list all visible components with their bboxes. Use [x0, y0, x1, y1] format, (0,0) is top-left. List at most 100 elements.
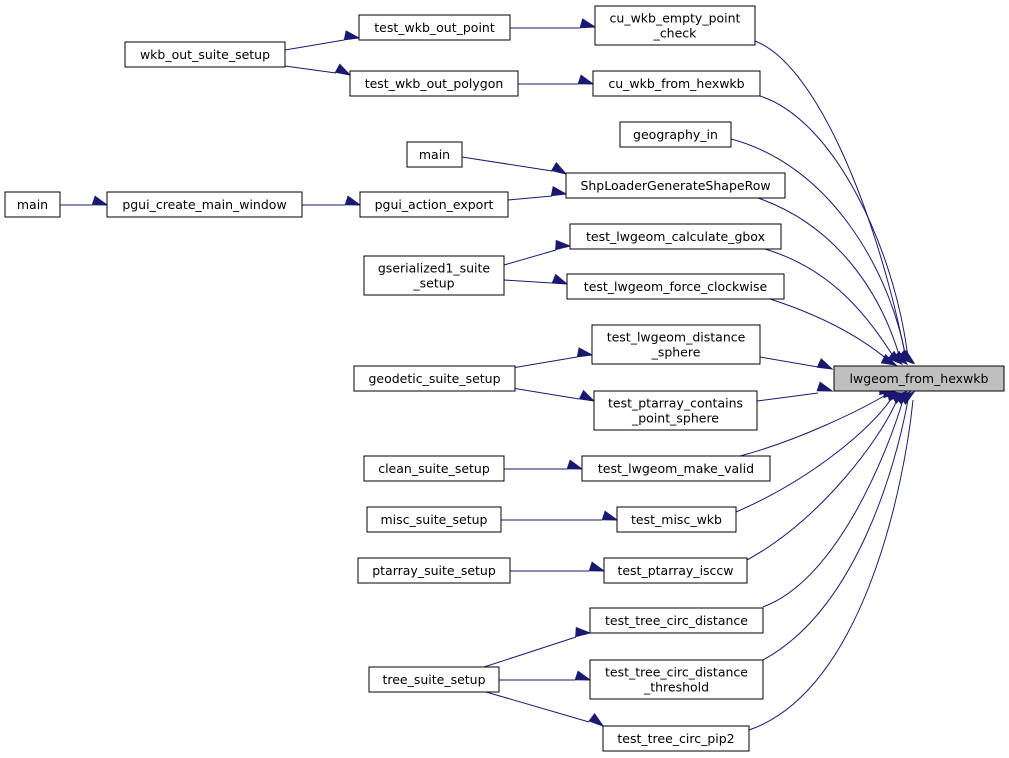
node-label: gserialized1_suite: [378, 261, 491, 276]
edge-n_gser1-to-n_calc_gbox: [503, 239, 572, 266]
node-geodetic[interactable]: geodetic_suite_setup: [353, 365, 516, 392]
arrowhead-icon: [816, 381, 834, 392]
node-tree-dist[interactable]: test_tree_circ_distance: [589, 607, 764, 634]
edge-n_tree_pip2-to-n_target: [748, 391, 916, 731]
node-calc-gbox[interactable]: test_lwgeom_calculate_gbox: [569, 223, 782, 250]
node-box: [566, 273, 785, 300]
node-label: geography_in: [633, 127, 718, 142]
node-label: pgui_create_main_window: [122, 197, 286, 212]
node-export[interactable]: pgui_action_export: [359, 191, 509, 218]
node-cu-empty[interactable]: cu_wkb_empty_point_check: [594, 5, 756, 46]
edge-n_dist_sphere-to-n_target: [759, 356, 834, 370]
node-ptarray-setup[interactable]: ptarray_suite_setup: [357, 557, 511, 584]
edge-line: [284, 39, 345, 51]
node-box: [619, 121, 732, 148]
node-box: [357, 557, 511, 584]
node-box: [833, 365, 1005, 392]
arrowhead-icon: [601, 510, 619, 521]
node-label: lwgeom_from_hexwkb: [850, 371, 989, 386]
edge-line: [507, 195, 553, 201]
node-force-cw[interactable]: test_lwgeom_force_clockwise: [566, 273, 785, 300]
node-box: [603, 557, 748, 584]
node-wkb-poly[interactable]: test_wkb_out_polygon: [349, 70, 519, 97]
node-label: tree_suite_setup: [382, 672, 485, 687]
node-create-win[interactable]: pgui_create_main_window: [106, 191, 303, 218]
node-gser1[interactable]: gserialized1_suite_setup: [363, 255, 505, 296]
edge-line: [748, 399, 914, 731]
node-box: [565, 172, 786, 199]
edge-n_geodetic-to-n_contains: [511, 387, 596, 402]
node-main-a[interactable]: main: [4, 191, 61, 218]
node-label: _threshold: [643, 680, 709, 695]
arrowhead-icon: [887, 350, 904, 366]
edge-n_clean-to-n_make_valid: [504, 459, 584, 470]
node-label: _setup: [412, 276, 454, 291]
arrowhead-icon: [343, 30, 361, 41]
node-label: main: [17, 197, 48, 212]
node-label: misc_suite_setup: [381, 512, 488, 527]
node-label: test_tree_circ_pip2: [617, 731, 734, 746]
arrowhead-icon: [577, 74, 595, 85]
edge-n_calc_gbox-to-n_target: [764, 248, 904, 366]
node-label: test_tree_circ_distance: [605, 665, 748, 680]
node-box: [358, 14, 511, 41]
node-wkb-setup[interactable]: wkb_out_suite_setup: [124, 41, 286, 68]
edge-n_cu_empty-to-n_target: [754, 40, 915, 365]
node-box: [368, 666, 500, 693]
node-label: test_misc_wkb: [631, 512, 722, 527]
edge-line: [503, 249, 557, 266]
node-tree-pip2[interactable]: test_tree_circ_pip2: [602, 725, 750, 752]
node-label: clean_suite_setup: [378, 461, 490, 476]
arrowhead-icon: [578, 389, 596, 402]
node-box: [359, 191, 509, 218]
edge-n_wkb_poly-to-n_cu_hex: [518, 74, 595, 85]
node-tree-thr[interactable]: test_tree_circ_distance_threshold: [589, 659, 764, 700]
node-label: ShpLoaderGenerateShapeRow: [580, 178, 770, 193]
arrowhead-icon: [816, 358, 834, 370]
node-target[interactable]: lwgeom_from_hexwkb: [833, 365, 1005, 392]
node-wkb-point[interactable]: test_wkb_out_point: [358, 14, 511, 41]
edge-n_export-to-n_shp: [507, 186, 568, 201]
node-dist-sphere[interactable]: test_lwgeom_distance_sphere: [591, 324, 761, 365]
node-isccw[interactable]: test_ptarray_isccw: [603, 557, 748, 584]
edge-line: [769, 298, 889, 361]
node-label: main: [419, 147, 450, 162]
nodes-layer: lwgeom_from_hexwkb cu_wkb_empty_point_che…: [4, 5, 1005, 752]
node-misc-wkb[interactable]: test_misc_wkb: [616, 506, 737, 533]
edge-n_ptarray_setup-to-n_isccw: [510, 561, 606, 572]
node-label: test_lwgeom_make_valid: [598, 461, 754, 476]
node-box: [594, 5, 756, 46]
edge-n_tree_setup-to-n_tree_thr: [499, 670, 592, 681]
edge-n_geodetic-to-n_dist_sphere: [511, 347, 594, 369]
node-label: test_tree_circ_distance: [605, 613, 748, 628]
node-contains[interactable]: test_ptarray_contains_point_sphere: [593, 390, 758, 431]
arrowhead-icon: [579, 18, 597, 29]
arrowhead-icon: [576, 347, 594, 358]
node-label: cu_wkb_from_hexwkb: [608, 76, 744, 91]
edge-n_create_win-to-n_export: [302, 195, 362, 206]
arrowhead-icon: [588, 713, 605, 728]
node-box: [363, 455, 505, 482]
arrowhead-icon: [880, 353, 898, 366]
node-label: _point_sphere: [631, 411, 719, 426]
node-geo-in[interactable]: geography_in: [619, 121, 732, 148]
edge-line: [511, 356, 578, 369]
node-box: [593, 390, 758, 431]
node-clean[interactable]: clean_suite_setup: [363, 455, 505, 482]
node-box: [106, 191, 303, 218]
node-shp[interactable]: ShpLoaderGenerateShapeRow: [565, 172, 786, 199]
node-misc-setup[interactable]: misc_suite_setup: [366, 506, 502, 533]
edge-n_wkb_point-to-n_cu_empty: [510, 18, 597, 29]
edge-line: [483, 636, 577, 668]
edge-line: [754, 40, 907, 360]
node-main-b[interactable]: main: [406, 141, 463, 168]
node-label: wkb_out_suite_setup: [140, 47, 270, 62]
node-make-valid[interactable]: test_lwgeom_make_valid: [581, 455, 771, 482]
edge-n_gser1-to-n_force_cw: [503, 273, 569, 285]
node-label: ptarray_suite_setup: [372, 563, 496, 578]
node-cu-hex[interactable]: cu_wkb_from_hexwkb: [592, 70, 761, 97]
node-tree-setup[interactable]: tree_suite_setup: [368, 666, 500, 693]
node-box: [353, 365, 516, 392]
edge-line: [762, 399, 909, 661]
